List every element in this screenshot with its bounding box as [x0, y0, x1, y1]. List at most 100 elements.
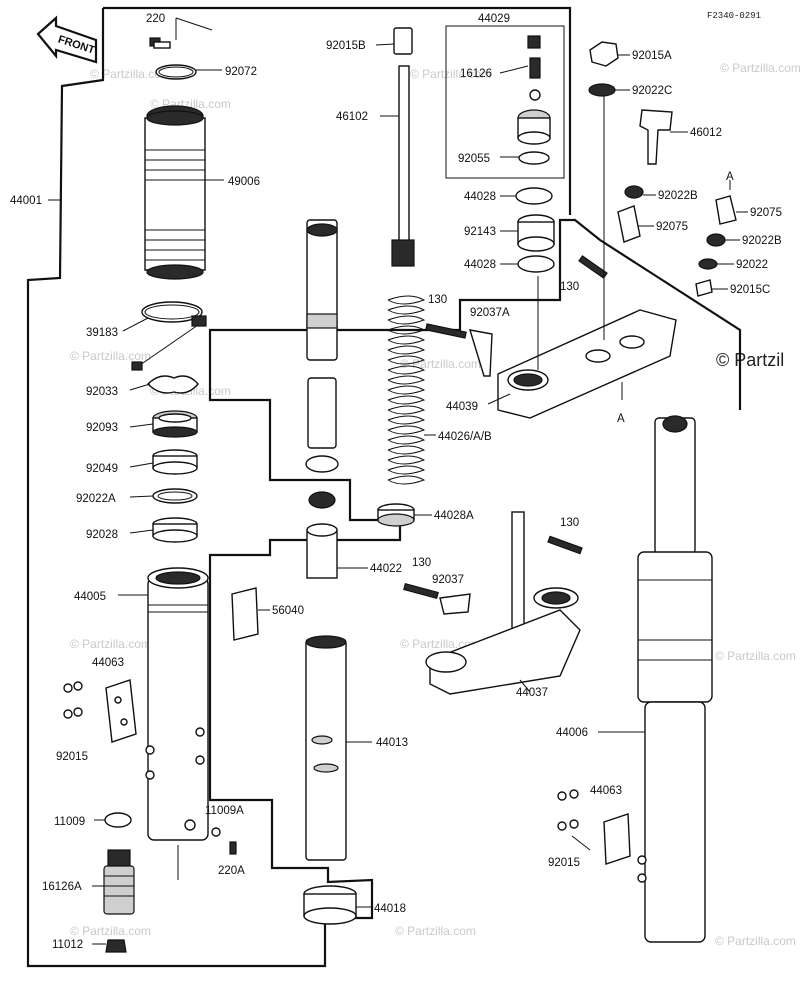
- label-44037: 44037: [516, 687, 548, 699]
- label-130-a: 130: [428, 294, 447, 306]
- label-16126A: 16126A: [42, 881, 82, 893]
- callout-letter: A: [726, 171, 734, 183]
- fork-boot-49006: [144, 105, 206, 280]
- fork-assembly-frame-top: [103, 6, 572, 215]
- washer-92022: [698, 258, 718, 270]
- label-46012: 46012: [690, 127, 722, 139]
- label-46102: 46102: [336, 111, 368, 123]
- label-92143: 92143: [464, 226, 496, 238]
- fork-cap-44029: [517, 109, 551, 145]
- label-16126: 16126: [460, 68, 492, 80]
- bushing-44018: [303, 885, 357, 925]
- label-11009A: 11009A: [205, 805, 244, 817]
- lower-bracket-44037: [425, 511, 581, 695]
- washer-92022B-a: [624, 185, 644, 199]
- label-44028-upper: 44028: [464, 191, 496, 203]
- holder-44063-left: [63, 679, 137, 743]
- label-92037A: 92037A: [470, 307, 510, 319]
- watermark-large: © Partzil: [716, 350, 784, 370]
- damper-92075-b: [715, 195, 737, 225]
- front-arrow-icon: FRONT: [36, 15, 98, 64]
- label-92022B-a: 92022B: [658, 190, 698, 202]
- label-44063-left: 44063: [92, 657, 124, 669]
- fork-assembly-44006: [637, 415, 713, 943]
- bolt-92015B: [393, 27, 413, 55]
- oil-seal-92093: [152, 410, 198, 438]
- clamp-92072-inner: [158, 66, 194, 78]
- bolt-130-lower: [403, 535, 583, 600]
- label-92055: 92055: [458, 153, 490, 165]
- label-92072: 92072: [225, 66, 257, 78]
- watermark: © Partzilla.com: [715, 934, 796, 948]
- label-92015A: 92015A: [632, 50, 672, 62]
- label-92015B: 92015B: [326, 40, 366, 52]
- damper-92075-a: [617, 205, 641, 243]
- label-44001: 44001: [10, 195, 42, 207]
- inner-tube-44013: [305, 635, 347, 861]
- watermark: © Partzilla.com: [70, 924, 151, 938]
- bolt-130-upper: [425, 255, 608, 339]
- holder-44063-right: [557, 789, 631, 865]
- label-92049: 92049: [86, 463, 118, 475]
- nut-92015C: [695, 279, 713, 297]
- bushing-92028: [152, 517, 198, 543]
- washer-92022A-inner: [157, 491, 193, 501]
- watermark: © Partzilla.com: [720, 61, 800, 75]
- collar-92143: [517, 214, 555, 252]
- label-44039: 44039: [446, 401, 478, 413]
- damper-rod-46102: [391, 65, 415, 267]
- gasket-92033: [147, 375, 199, 394]
- valve-16126A: [103, 849, 135, 915]
- bolt-11012: [105, 939, 127, 953]
- label-44018: 44018: [374, 903, 406, 915]
- gasket-11009: [104, 812, 132, 828]
- seal-92049: [152, 449, 198, 475]
- fork-spring-44026: [387, 295, 426, 485]
- label-92022: 92022: [736, 259, 768, 271]
- callout-letter: A: [617, 413, 625, 425]
- clamp-92072: [155, 64, 197, 80]
- washer-92022C: [588, 83, 616, 97]
- label-92015-right: 92015: [548, 857, 580, 869]
- label-49006: 49006: [228, 176, 260, 188]
- label-44006: 44006: [556, 727, 588, 739]
- clamp-39183: [131, 301, 207, 371]
- leader-lines: [48, 17, 748, 945]
- label-56040: 56040: [272, 605, 304, 617]
- label-44063-right: 44063: [590, 785, 622, 797]
- label-44028A: 44028A: [434, 510, 474, 522]
- label-92028: 92028: [86, 529, 118, 541]
- label-11012: 11012: [52, 939, 83, 951]
- bolt-220: [149, 37, 171, 49]
- label-39183: 39183: [86, 327, 118, 339]
- label-130-c: 130: [560, 517, 579, 529]
- label-92037: 92037: [432, 574, 464, 586]
- watermarks: © Partzilla.com © Partzilla.com © Partzi…: [70, 61, 800, 948]
- spring-seat-44028A: [377, 503, 415, 527]
- reference-code: F2340-0291: [707, 11, 761, 21]
- label-92093: 92093: [86, 422, 118, 434]
- label-11009: 11009: [54, 816, 85, 828]
- watermark: © Partzilla.com: [395, 924, 476, 938]
- label-44013: 44013: [376, 737, 408, 749]
- valve-16126: [527, 35, 541, 101]
- bracket-92037A: [468, 329, 493, 377]
- watermark: © Partzilla.com: [70, 349, 151, 363]
- label-44029: 44029: [478, 13, 510, 25]
- label-220A: 220A: [218, 865, 245, 877]
- label-92015-left: 92015: [56, 751, 88, 763]
- washer-44028-upper: [515, 187, 553, 205]
- watermark: © Partzilla.com: [400, 357, 481, 371]
- label-44028-lower: 44028: [464, 259, 496, 271]
- label-92033: 92033: [86, 386, 118, 398]
- label-92075-a: 92075: [656, 221, 688, 233]
- label-92022C: 92022C: [632, 85, 672, 97]
- outer-tube-44005: [145, 567, 209, 880]
- fork-assembly-frame: [26, 8, 742, 968]
- label-44026: 44026/A/B: [438, 431, 492, 443]
- washer-92022A: [152, 488, 198, 504]
- watermark: © Partzilla.com: [90, 67, 171, 81]
- label-44005: 44005: [74, 591, 106, 603]
- bolt-220A: [229, 841, 237, 855]
